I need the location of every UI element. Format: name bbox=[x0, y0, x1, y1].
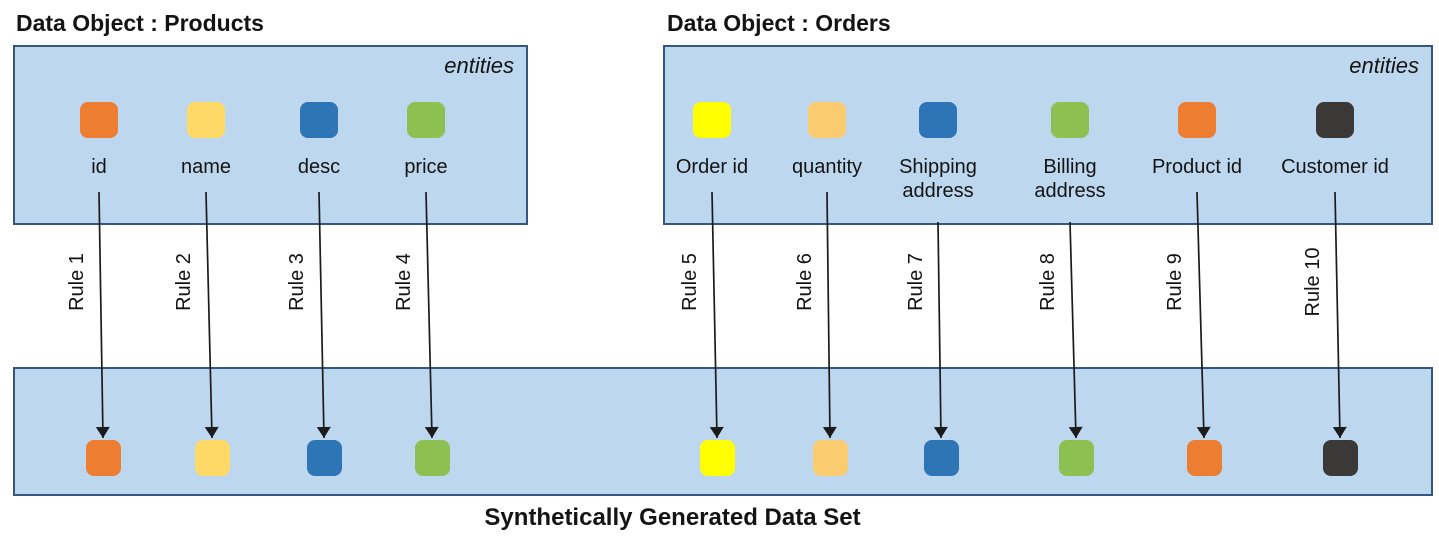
output-swatch-order-id bbox=[699, 440, 735, 476]
entity-label-product-id: Product id bbox=[1151, 156, 1243, 178]
entity-swatch-order-id bbox=[693, 102, 731, 138]
entity-swatch-name bbox=[187, 102, 225, 138]
products-entities-label: entities bbox=[444, 53, 514, 78]
output-swatch-quantity bbox=[812, 440, 848, 476]
output-dataset-box bbox=[13, 367, 1433, 496]
output-swatch-id bbox=[85, 440, 121, 476]
entity-label-customer-id: Customer id bbox=[1281, 156, 1389, 178]
rule-label-4: Rule 4 bbox=[393, 253, 415, 311]
entity-swatch-product-id bbox=[1178, 102, 1216, 138]
output-swatch-billing-address bbox=[1058, 440, 1094, 476]
entity-label-billing-address: Billing address bbox=[1034, 156, 1106, 202]
rule-label-8: Rule 8 bbox=[1037, 253, 1059, 311]
entity-swatch-desc bbox=[300, 102, 338, 138]
entity-swatch-id bbox=[80, 102, 118, 138]
entity-swatch-price bbox=[407, 102, 445, 138]
rule-label-1: Rule 1 bbox=[66, 253, 88, 311]
entity-swatch-shipping-address bbox=[919, 102, 957, 138]
output-swatch-desc bbox=[306, 440, 342, 476]
entity-label-name: name bbox=[180, 156, 232, 178]
products-title: Data Object : Products bbox=[16, 10, 264, 36]
orders-title: Data Object : Orders bbox=[667, 10, 891, 36]
rule-label-2: Rule 2 bbox=[173, 253, 195, 311]
output-swatch-shipping-address bbox=[923, 440, 959, 476]
orders-entities-label: entities bbox=[1349, 53, 1419, 78]
rule-label-9: Rule 9 bbox=[1164, 253, 1186, 311]
entity-label-desc: desc bbox=[297, 156, 341, 178]
rule-label-5: Rule 5 bbox=[679, 253, 701, 311]
orders-box: entities bbox=[663, 45, 1433, 225]
entity-swatch-customer-id bbox=[1316, 102, 1354, 138]
entity-swatch-quantity bbox=[808, 102, 846, 138]
output-swatch-name bbox=[194, 440, 230, 476]
entity-label-quantity: quantity bbox=[791, 156, 863, 178]
entity-label-order-id: Order id bbox=[675, 156, 749, 178]
output-swatch-customer-id bbox=[1322, 440, 1358, 476]
output-swatch-price bbox=[414, 440, 450, 476]
rule-label-6: Rule 6 bbox=[794, 253, 816, 311]
rule-label-10: Rule 10 bbox=[1302, 247, 1324, 317]
rule-label-3: Rule 3 bbox=[286, 253, 308, 311]
output-swatch-product-id bbox=[1186, 440, 1222, 476]
entity-swatch-billing-address bbox=[1051, 102, 1089, 138]
output-caption: Synthetically Generated Data Set bbox=[484, 504, 861, 531]
entity-label-id: id bbox=[91, 156, 107, 178]
entity-label-shipping-address: Shipping address bbox=[899, 156, 977, 202]
rule-label-7: Rule 7 bbox=[905, 253, 927, 311]
entity-label-price: price bbox=[404, 156, 448, 178]
